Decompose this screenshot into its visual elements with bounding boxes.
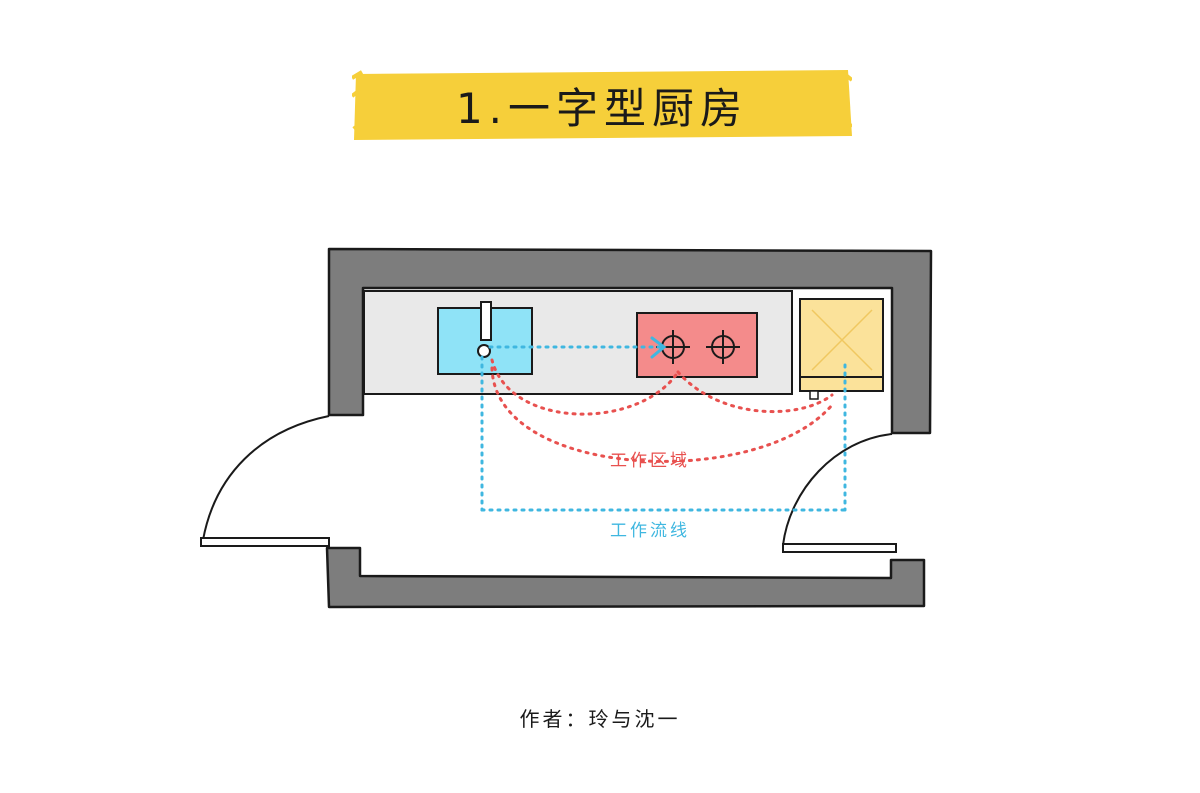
faucet-icon — [480, 301, 492, 341]
title-banner: 1.一字型厨房 — [352, 66, 852, 144]
title-highlight — [352, 70, 852, 140]
drain-icon — [477, 344, 491, 358]
bottom-wall — [325, 546, 926, 609]
work-area-label: 工作区域 — [610, 451, 690, 471]
stove — [636, 312, 758, 378]
right-door — [782, 433, 897, 553]
walls — [325, 247, 933, 609]
page-title: 1.一字型厨房 — [455, 83, 749, 133]
work-flow-lines — [480, 336, 847, 512]
author-credit: 作者：玲与沈一 — [519, 707, 681, 731]
left-door — [200, 415, 330, 547]
flow-arrow-icon — [650, 336, 667, 359]
burner-right-icon — [706, 330, 740, 364]
top-wall — [327, 247, 933, 435]
work-area-lines — [490, 358, 834, 463]
work-flow-label: 工作流线 — [610, 521, 690, 541]
fridge — [799, 298, 884, 400]
sink — [437, 301, 533, 375]
